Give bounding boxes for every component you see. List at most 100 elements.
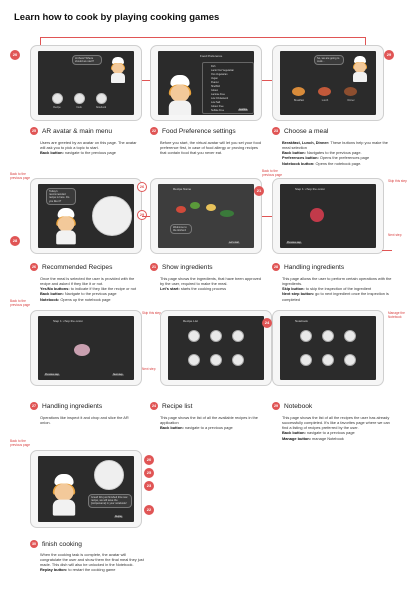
notebook-tile[interactable]	[300, 330, 312, 342]
notebook-tile[interactable]	[322, 354, 334, 366]
section-body-recipe-list: This page shows the list of all the avai…	[160, 415, 262, 430]
section-number: 25	[30, 127, 38, 135]
pref-item[interactable]: Low Cholesterol	[211, 97, 229, 100]
chef-avatar	[52, 208, 80, 245]
section-title: finish cooking	[42, 540, 82, 548]
pref-item[interactable]: Fish	[211, 65, 216, 68]
section-body-choose-meal: Breakfast, Lunch, Dinner: These buttons …	[282, 140, 392, 166]
tablet-recipe-list: Recipe List	[160, 310, 272, 386]
next-step-button[interactable]: Next step	[112, 374, 124, 376]
section-number: 24	[150, 402, 158, 410]
manage-callout: Manage the Notebook	[388, 311, 405, 319]
avatar-speech-bubble: Today's recommended recipe is here. Do y…	[46, 188, 76, 205]
section-text: This page shows the list of all the avai…	[160, 415, 258, 426]
lunch-dish[interactable]	[318, 87, 331, 96]
section-text: go to next ingredient once the inspectio…	[282, 291, 389, 302]
section-text: Opens the notebook page.	[314, 160, 362, 166]
breakfast-dish[interactable]	[292, 87, 305, 96]
preference-list: Fish Lacto Ovo Vegetarian Ovo Vegetarian…	[202, 62, 254, 114]
section-text: Once the meal is selected the user is pr…	[40, 276, 135, 287]
pref-item[interactable]: Gluten Free	[211, 105, 224, 108]
section-bold: Next step button:	[282, 291, 314, 297]
pref-item[interactable]: Peanut	[211, 81, 219, 84]
section-body-recommended-recipes: Once the meal is selected the user is pr…	[40, 276, 140, 302]
cook-button[interactable]	[74, 93, 85, 104]
tablet-handling-ingredients-a: Step 1: chop the onion Previous step	[272, 178, 384, 254]
pref-item[interactable]: Vegan	[211, 77, 218, 80]
confirm-button[interactable]: Confirm	[238, 109, 249, 111]
recipe-tile[interactable]	[210, 330, 222, 342]
previous-step-button[interactable]: Previous step	[44, 374, 60, 376]
pref-item[interactable]: Shellfish	[211, 85, 221, 88]
notebook-tile[interactable]	[344, 330, 356, 342]
skip-step-callout: Skip this step	[142, 311, 161, 315]
badge-29: 29	[137, 210, 147, 220]
section-bold: Replay button:	[40, 567, 68, 573]
screen-ar-main-menu: Hi there! Where should we start? Recipe …	[38, 51, 134, 115]
back-callout: Back to the previous page	[10, 439, 31, 447]
pref-item[interactable]: Ovo Vegetarian	[211, 73, 228, 76]
pref-item[interactable]: Low Salt	[211, 101, 221, 104]
avatar-speech-bubble: Great! We just finished this new recipe,…	[88, 494, 132, 508]
section-number: 23	[272, 127, 280, 135]
section-bold: Notebook button:	[282, 160, 315, 166]
lunch-label: Lunch	[321, 99, 329, 102]
pref-item[interactable]: Sulfate Free	[211, 109, 225, 112]
final-meal-image	[94, 460, 124, 490]
section-text: Opens the preferences page	[318, 155, 370, 161]
section-bold: Skip button:	[282, 286, 305, 292]
recipe-tile[interactable]	[188, 354, 200, 366]
recipe-image	[92, 196, 132, 236]
back-callout: Back to the previous page	[10, 299, 31, 307]
avatar-speech-bubble: Welcome to the kitchen!	[170, 224, 192, 235]
pref-item[interactable]: Gluten	[211, 89, 219, 92]
flow-line	[142, 216, 150, 217]
flow-line	[142, 80, 150, 81]
replay-button[interactable]: Replay	[114, 516, 124, 518]
onion[interactable]	[310, 208, 324, 222]
recipe-tile[interactable]	[232, 330, 244, 342]
section-text: Users are greeted by an avatar on this p…	[40, 140, 137, 151]
pref-item[interactable]: Lactose Free	[211, 93, 225, 96]
recipe-tile[interactable]	[232, 354, 244, 366]
section-text: Navigate to the previous page	[63, 291, 117, 297]
lets-start-button[interactable]: Let's start	[228, 242, 240, 244]
section-title: Show ingredients	[162, 263, 213, 271]
recipe-label: Recipe	[53, 106, 61, 109]
onion[interactable]	[74, 344, 90, 356]
notebook-tile[interactable]	[344, 354, 356, 366]
notebook-button[interactable]	[96, 93, 107, 104]
flow-line	[40, 37, 365, 38]
section-bold: Back button:	[160, 425, 184, 431]
ingredient	[176, 206, 186, 213]
recipe-button[interactable]	[52, 93, 63, 104]
recipe-tile[interactable]	[188, 330, 200, 342]
notebook-tile[interactable]	[300, 354, 312, 366]
flow-line	[382, 250, 392, 251]
section-text: When the cooking task is complete, the a…	[40, 552, 144, 568]
badge-28: 28	[10, 236, 20, 246]
next-step-callout: Next step	[388, 233, 402, 237]
section-number: 22	[150, 127, 158, 135]
pref-item[interactable]: Lacto Ovo Vegetarian	[211, 69, 234, 72]
dinner-dish[interactable]	[344, 87, 357, 96]
flow-line	[365, 37, 366, 45]
chef-avatar	[48, 474, 80, 516]
recipe-tile[interactable]	[210, 354, 222, 366]
step-header: Step 1: chop the onion	[53, 319, 84, 323]
badge-20: 20	[10, 50, 20, 60]
section-text: to indicate if they like the recipe or n…	[69, 286, 137, 292]
dinner-label: Dinner	[347, 99, 355, 102]
previous-step-button[interactable]: Previous step	[286, 242, 302, 244]
badge-29: 29	[384, 50, 394, 60]
section-text: Before you start, the virtual avatar wil…	[160, 140, 261, 156]
notebook-tile[interactable]	[322, 330, 334, 342]
cook-label: Cook	[76, 106, 82, 109]
section-title: AR avatar & main menu	[42, 127, 112, 135]
badge-22: 22	[144, 505, 154, 515]
section-bold: Back button:	[40, 291, 64, 297]
section-title: Recommended Recipes	[42, 263, 113, 271]
